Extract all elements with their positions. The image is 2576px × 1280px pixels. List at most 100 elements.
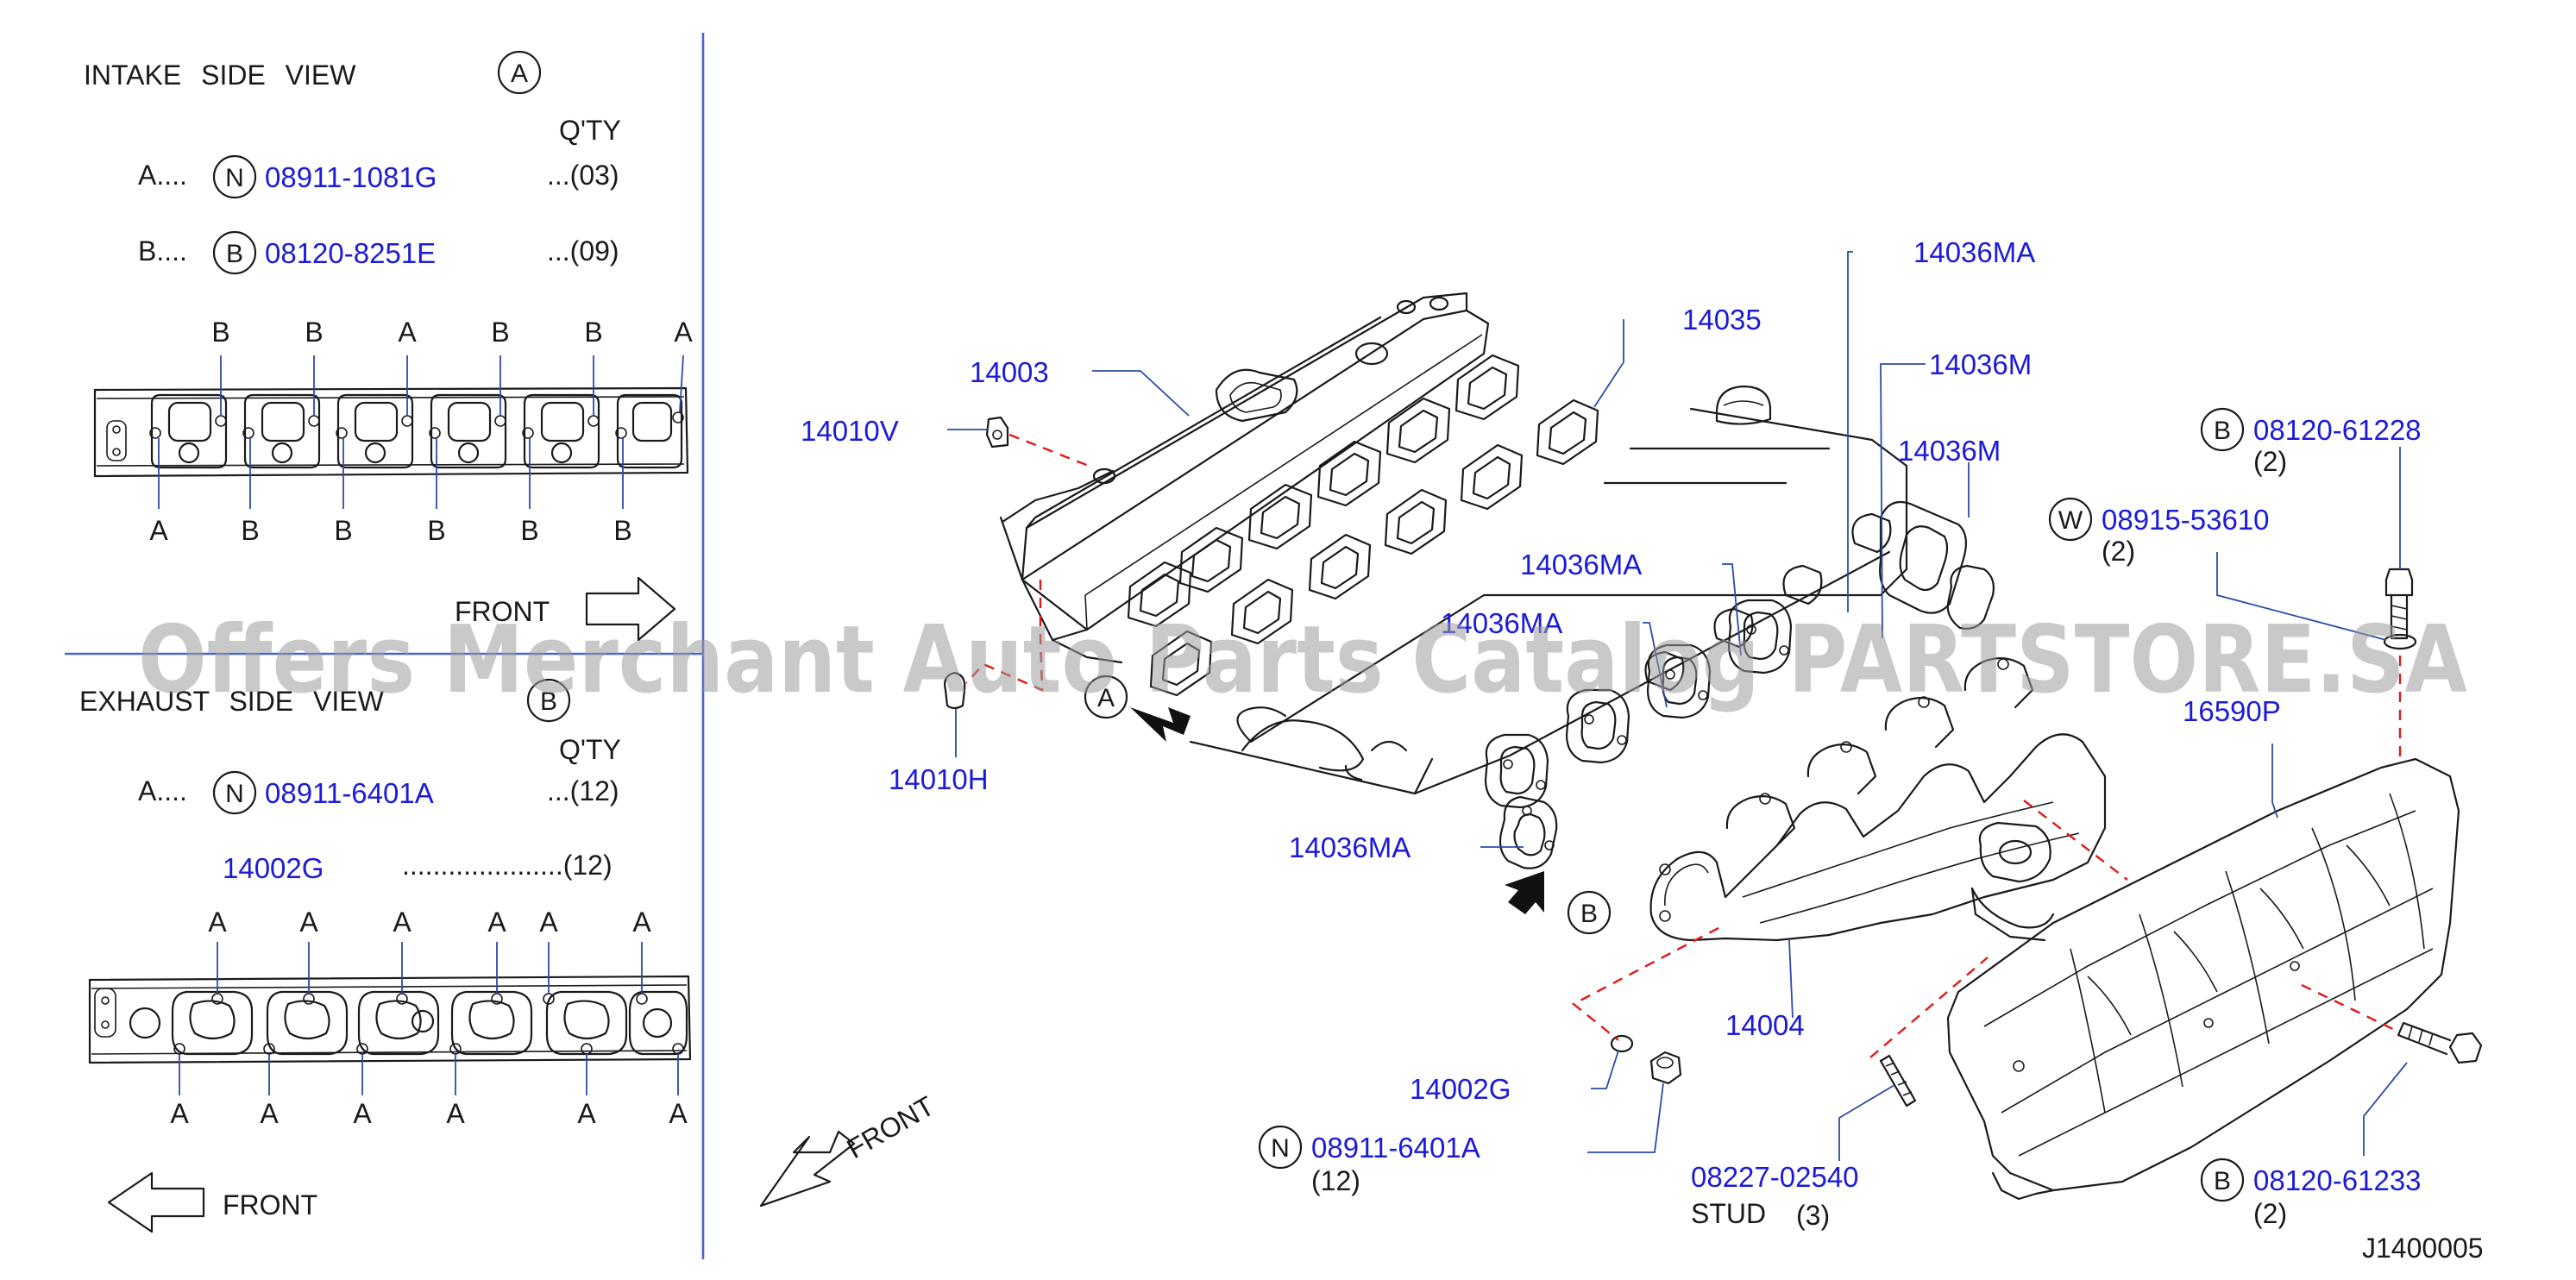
callout-stud-qty: (3) bbox=[1796, 1200, 1830, 1231]
assembly-guide-lines bbox=[965, 433, 2402, 1058]
view-arrow-b-circle bbox=[1567, 890, 1612, 935]
exhaust-row-a-symbol-circle bbox=[212, 770, 257, 815]
callout-16590p[interactable]: 16590P bbox=[2183, 695, 2281, 727]
exhaust-gasket-part[interactable]: 14002G bbox=[223, 852, 324, 884]
exhaust-bottom-labels: A A A A A A bbox=[170, 1098, 688, 1129]
callout-washer-symbol-circle bbox=[2048, 497, 2093, 542]
callout-bolt2-qty: (2) bbox=[2253, 1198, 2287, 1229]
intake-gasket-drawing bbox=[1149, 398, 1599, 697]
callout-14010v[interactable]: 14010V bbox=[801, 415, 899, 447]
front-arrow-left-icon bbox=[107, 1171, 205, 1233]
exhaust-top-label: A bbox=[487, 907, 506, 938]
exhaust-side-view: EXHAUST SIDE VIEW B Q'TY A.... N 08911-6… bbox=[79, 678, 692, 1233]
heat-shield-drawing bbox=[1946, 757, 2460, 1201]
watermark: Offers Merchant Auto Parts Catalog PARTS… bbox=[138, 606, 2467, 714]
intake-top-label: B bbox=[584, 317, 602, 348]
stud-08227-02540 bbox=[1879, 1054, 1917, 1107]
intake-top-label: B bbox=[491, 317, 509, 348]
intake-row-b-symbol-circle bbox=[212, 230, 257, 275]
view-b-label: B bbox=[1580, 900, 1598, 928]
exhaust-bottom-label: A bbox=[170, 1098, 189, 1129]
washer-08915-53610 bbox=[2383, 633, 2417, 650]
gasket-14002G bbox=[1610, 1034, 1634, 1053]
intake-manifold-drawing bbox=[999, 292, 1520, 664]
bolt-08120-61228 bbox=[2384, 568, 2414, 640]
view-arrow-b-icon bbox=[1505, 871, 1544, 914]
callout-14036ma-top[interactable]: 14036MA bbox=[1913, 236, 2035, 268]
intake-row-b-qty: ...(09) bbox=[547, 235, 619, 267]
intake-title: INTAKE SIDE VIEW bbox=[84, 60, 356, 91]
exhaust-top-label: A bbox=[539, 907, 558, 938]
exhaust-bottom-label: A bbox=[353, 1098, 372, 1129]
view-arrow-a-circle bbox=[1084, 675, 1128, 719]
intake-row-b-symbol: B bbox=[226, 240, 243, 268]
clip-14010H bbox=[944, 671, 966, 710]
exhaust-view-symbol: B bbox=[540, 687, 557, 716]
view-arrow-b: B bbox=[1505, 871, 1612, 935]
callout-nut-symbol-circle bbox=[1258, 1125, 1303, 1170]
callout-bolt1-part[interactable]: 08120-61228 bbox=[2253, 414, 2422, 446]
intake-row-a-part[interactable]: 08911-1081G bbox=[265, 161, 437, 193]
intake-row-b-key: B.... bbox=[138, 235, 187, 267]
exhaust-top-label: A bbox=[632, 907, 651, 938]
clip-14010V bbox=[985, 416, 1009, 449]
callout-bolt2-symbol-circle bbox=[2200, 1158, 2245, 1202]
intake-bottom-label: B bbox=[334, 515, 352, 546]
intake-row-a-key: A.... bbox=[138, 160, 187, 191]
callout-14035[interactable]: 14035 bbox=[1682, 304, 1762, 336]
exhaust-row-a-part[interactable]: 08911-6401A bbox=[265, 777, 434, 809]
intake-head-drawing bbox=[93, 355, 689, 509]
exhaust-view-symbol-circle bbox=[526, 678, 571, 723]
callout-bolt2-part[interactable]: 08120-61233 bbox=[2253, 1164, 2422, 1196]
exhaust-head-drawing bbox=[88, 942, 692, 1095]
exhaust-port-gaskets-drawing bbox=[1484, 500, 1995, 869]
callout-nut-part[interactable]: 08911-6401A bbox=[1311, 1132, 1480, 1164]
diagram-code: J1400005 bbox=[2362, 1233, 2484, 1264]
callout-washer-symbol: W bbox=[2058, 506, 2083, 535]
callout-14036ma-low[interactable]: 14036MA bbox=[1289, 831, 1411, 863]
intake-bottom-label: B bbox=[241, 515, 259, 546]
intake-bottom-labels: A B B B B B bbox=[149, 515, 631, 546]
callout-nut-symbol: N bbox=[1271, 1134, 1290, 1163]
bolt-08120-61233 bbox=[2397, 1021, 2483, 1064]
intake-row-a-symbol-circle bbox=[212, 154, 257, 199]
callout-14002g[interactable]: 14002G bbox=[1410, 1073, 1511, 1105]
intake-top-label: A bbox=[398, 317, 417, 348]
exhaust-title: EXHAUST SIDE VIEW bbox=[79, 686, 385, 717]
view-arrow-a-icon bbox=[1130, 707, 1191, 742]
intake-view-symbol-circle bbox=[497, 50, 542, 95]
intake-view-symbol: A bbox=[511, 60, 528, 88]
callout-washer-part[interactable]: 08915-53610 bbox=[2102, 504, 2270, 536]
intake-row-b-part[interactable]: 08120-8251E bbox=[265, 237, 436, 269]
exhaust-top-labels: A A A A A A bbox=[208, 907, 651, 938]
intake-top-labels: B B A B B A bbox=[211, 317, 693, 348]
main-front-label: FRONT bbox=[842, 1090, 939, 1164]
exhaust-top-label: A bbox=[393, 907, 412, 938]
exhaust-row-a-key: A.... bbox=[138, 775, 187, 806]
exhaust-row-a-symbol: N bbox=[225, 780, 244, 808]
exhaust-bottom-label: A bbox=[669, 1098, 688, 1129]
callout-14036m-b[interactable]: 14036M bbox=[1898, 435, 2001, 467]
exploded-view: A B FRONT bbox=[759, 236, 2484, 1264]
fasteners-drawing bbox=[944, 416, 2483, 1107]
callout-bolt1-qty: (2) bbox=[2253, 446, 2287, 477]
callout-14036m-a[interactable]: 14036M bbox=[1929, 348, 2032, 380]
front-arrow-right-icon bbox=[585, 576, 676, 642]
intake-top-label: B bbox=[305, 317, 323, 348]
callout-14036ma-mid2[interactable]: 14036MA bbox=[1441, 607, 1562, 639]
exhaust-bottom-label: A bbox=[577, 1098, 596, 1129]
callout-nut-qty: (12) bbox=[1311, 1165, 1360, 1196]
exhaust-top-label: A bbox=[299, 907, 318, 938]
callout-bolt1-symbol-circle bbox=[2200, 407, 2245, 452]
intake-bottom-label: B bbox=[520, 515, 538, 546]
callout-14004[interactable]: 14004 bbox=[1725, 1009, 1805, 1041]
intake-row-a-qty: ...(03) bbox=[547, 160, 619, 191]
view-arrow-a: A bbox=[1084, 675, 1191, 742]
callout-14036ma-mid1[interactable]: 14036MA bbox=[1520, 549, 1642, 580]
exhaust-manifold-drawing bbox=[1649, 656, 2107, 942]
callout-08227-02540[interactable]: 08227-02540 bbox=[1691, 1161, 1859, 1193]
callout-14003[interactable]: 14003 bbox=[970, 356, 1049, 388]
intake-front-label: FRONT bbox=[455, 596, 550, 627]
callout-14010h[interactable]: 14010H bbox=[889, 763, 989, 795]
